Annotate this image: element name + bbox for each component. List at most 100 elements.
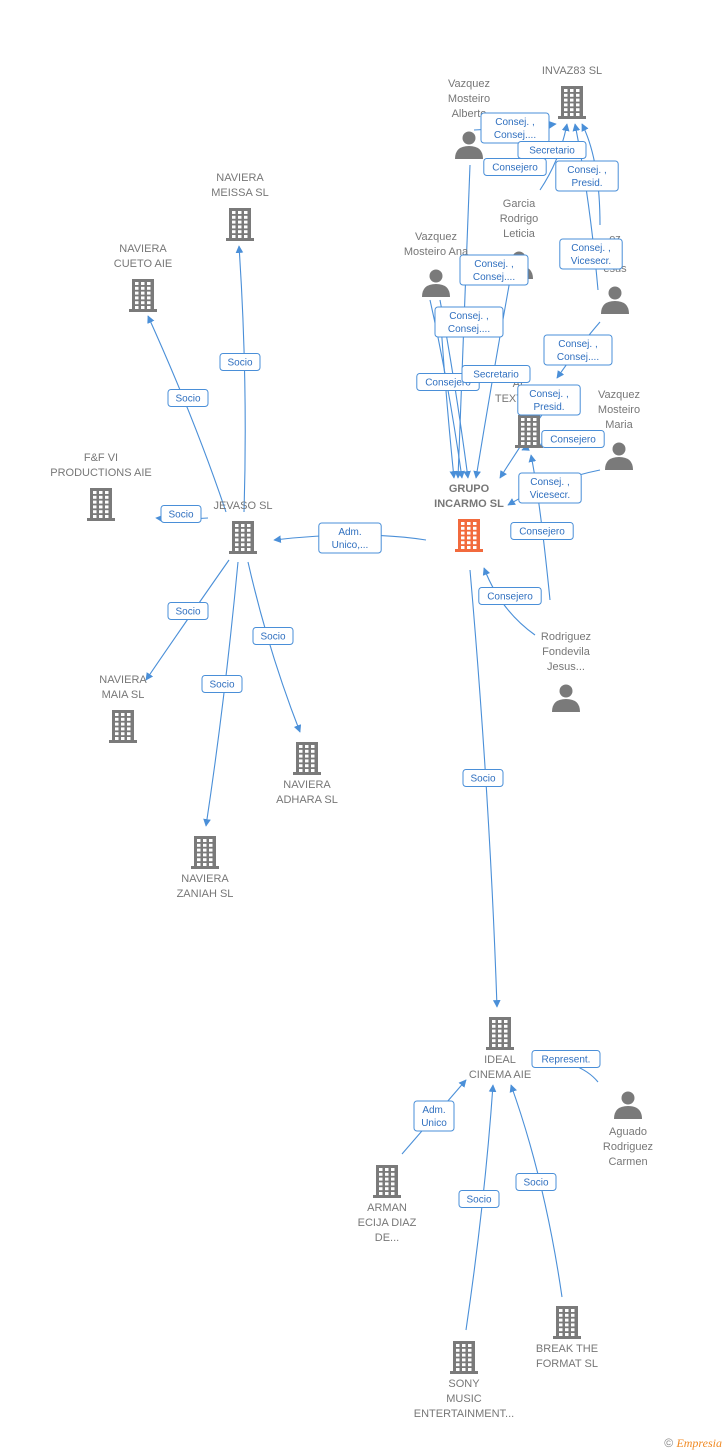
node-jevaso[interactable]: JEVASO SL: [213, 500, 273, 554]
building-window: [456, 1358, 460, 1362]
building-window: [299, 749, 303, 753]
edge-role-label[interactable]: Adm.Unico: [413, 1100, 455, 1132]
brand-logo-text[interactable]: Empresia: [676, 1436, 722, 1450]
building-window: [232, 230, 236, 234]
node-label-line: TEXT: [495, 393, 523, 405]
building-window: [456, 1363, 460, 1367]
edge-role-label[interactable]: Consej. ,Vicesecr.: [518, 472, 582, 504]
edge-role-label[interactable]: Consej. ,Consej....: [459, 254, 529, 286]
building-icon: [553, 1306, 581, 1339]
node-label-line: Leticia: [503, 228, 536, 240]
building-window: [521, 432, 525, 436]
building-window: [473, 526, 477, 530]
node-invaz[interactable]: INVAZ83 SL: [542, 65, 602, 119]
building-window: [203, 863, 207, 866]
node-fondevila[interactable]: RodriguezFondevilaJesus...: [541, 631, 591, 712]
edge-role-label[interactable]: Consejero: [541, 430, 605, 448]
node-label-line: Alberto: [452, 108, 487, 120]
building-window: [468, 1358, 472, 1362]
edge-role-label[interactable]: Socio: [515, 1173, 557, 1191]
building-window: [564, 89, 568, 92]
edge-role-label[interactable]: Secretario: [517, 141, 587, 159]
edge-label-text: Socio: [175, 607, 200, 618]
edge-role-label[interactable]: Adm.Unico,...: [318, 522, 382, 554]
edge-role-label[interactable]: Consej. ,Presid.: [555, 160, 619, 192]
edge-role-label[interactable]: Socio: [201, 675, 243, 693]
edge-fondevila-to-grupo: [482, 567, 536, 636]
building-window: [115, 737, 119, 740]
building-window: [203, 853, 207, 857]
edge-label-box: [518, 472, 582, 504]
building-window: [93, 515, 97, 518]
edge-role-label[interactable]: Consejero: [483, 158, 547, 176]
building-window: [247, 533, 251, 537]
node-sony[interactable]: SONYMUSICENTERTAINMENT...: [414, 1341, 514, 1420]
building-window: [456, 1344, 460, 1347]
building-window: [141, 296, 145, 300]
edge-role-label[interactable]: Socio: [160, 505, 202, 523]
edge-role-label[interactable]: Consejero: [478, 587, 542, 605]
building-window: [238, 215, 242, 219]
edge-label-box: [541, 430, 605, 448]
building-icon: [515, 415, 543, 448]
building-window: [241, 524, 245, 527]
building-window: [533, 418, 537, 421]
building-window: [385, 1168, 389, 1171]
edge-role-label[interactable]: Socio: [252, 627, 294, 645]
edge-role-label[interactable]: Consej. ,Consej....: [480, 112, 550, 144]
edge-role-label[interactable]: Consej. ,Presid.: [517, 384, 581, 416]
building-window: [238, 211, 242, 214]
node-zaniah[interactable]: NAVIERA ZANIAH SL: [177, 836, 234, 900]
building-window: [564, 108, 568, 112]
edge-role-label[interactable]: Consejero: [510, 522, 574, 540]
node-label-line: Jesus...: [547, 661, 585, 673]
edge-role-label[interactable]: Consej. ,Consej....: [434, 306, 504, 338]
person-icon: [422, 269, 450, 297]
building-window: [498, 1020, 502, 1023]
edge-label-text: Consej. ,: [474, 259, 513, 270]
building-window: [235, 538, 239, 542]
edge-label-text: Consej. ,: [567, 165, 606, 176]
edge-label-text: Vicesecr.: [571, 256, 611, 267]
edge-role-label[interactable]: Socio: [458, 1190, 500, 1208]
edge-jevaso-to-cueto: [147, 315, 227, 513]
node-label-line: Vazquez: [448, 78, 490, 90]
building-window: [521, 442, 525, 445]
edge-label-box: [459, 254, 529, 286]
edge-role-label[interactable]: Consej. ,Vicesecr.: [559, 238, 623, 270]
edge-role-label[interactable]: Represent.: [531, 1050, 601, 1068]
building-window: [235, 528, 239, 532]
building-window: [135, 286, 139, 290]
edge-role-label[interactable]: Socio: [462, 769, 504, 787]
edge-role-label[interactable]: Consej. ,Consej....: [543, 334, 613, 366]
building-window: [492, 1044, 496, 1047]
node-label-line: NAVIERA: [181, 873, 229, 885]
building-window: [462, 1363, 466, 1367]
edge-role-label[interactable]: Socio: [167, 389, 209, 407]
edge-role-label[interactable]: Secretario: [461, 365, 531, 383]
building-window: [468, 1368, 472, 1371]
edge-label-box: [510, 522, 574, 540]
edge-role-label[interactable]: Socio: [219, 353, 261, 371]
edge-role-label[interactable]: Socio: [167, 602, 209, 620]
building-base: [373, 1195, 401, 1198]
building-window: [244, 235, 248, 238]
building-window: [379, 1177, 383, 1181]
person-head: [612, 442, 626, 456]
node-label-line: ZANIAH SL: [177, 888, 234, 900]
node-label-line: Rodrigo: [500, 213, 539, 225]
